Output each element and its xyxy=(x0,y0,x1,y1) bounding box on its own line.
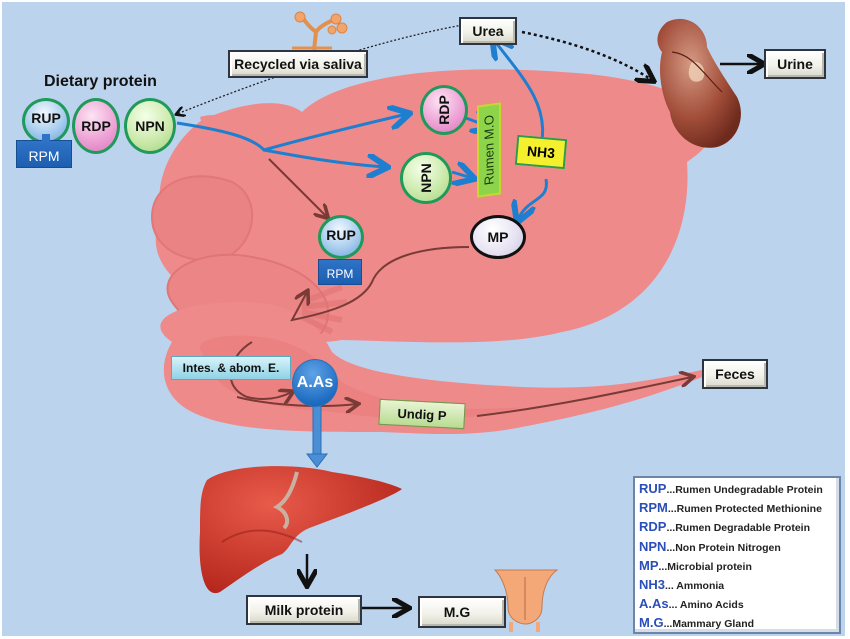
urine-label: Urine xyxy=(764,49,826,79)
npn-text: NPN xyxy=(135,118,165,134)
intes-abom-label: Intes. & abom. E. xyxy=(171,356,291,380)
rumen-mo-bar: Rumen M.O xyxy=(477,102,501,198)
esophagus xyxy=(200,114,272,149)
legend-separator: ... xyxy=(667,503,677,516)
undig-p-label: Undig P xyxy=(378,398,466,430)
rup-text: RUP xyxy=(31,110,61,126)
legend-separator: ... xyxy=(666,522,676,535)
legend-abbr: NPN xyxy=(639,538,667,554)
urea-to-kidney-dotted-arrow xyxy=(521,30,652,80)
aas-circle: A.As xyxy=(292,359,338,407)
rumen-rdp-text: RDP xyxy=(436,95,452,125)
mp-circle: MP xyxy=(470,215,526,259)
rumen-mo-text: Rumen M.O xyxy=(481,113,497,187)
rpm-text: RPM xyxy=(28,148,60,164)
legend-separator: ... xyxy=(663,618,673,631)
legend-row: Undig P...Undigested proteins xyxy=(639,634,839,636)
legend-row: M.G...Mammary Gland xyxy=(639,614,839,633)
legend-definition: Amino Acids xyxy=(679,599,744,612)
urine-text: Urine xyxy=(777,56,813,72)
urea-label: Urea xyxy=(459,17,517,45)
legend-definition: Non Protein Nitrogen xyxy=(675,541,781,554)
reticulum xyxy=(150,175,254,262)
legend-definition: Rumen Degradable Protein xyxy=(675,522,810,535)
rumen-rpm-block: RPM xyxy=(318,259,362,285)
legend-separator: ... xyxy=(666,484,676,496)
legend-row: RDP...Rumen Degradable Protein xyxy=(639,518,839,537)
mg-text: M.G xyxy=(443,604,471,620)
legend-definition: Rumen Undegradable Protein xyxy=(675,484,823,496)
rumen-npn-circle: NPN xyxy=(400,152,452,204)
legend-row: RPM...Rumen Protected Methionine xyxy=(639,499,839,518)
legend-row: MP...Microbial protein xyxy=(639,557,839,576)
rdp-circle: RDP xyxy=(72,98,120,154)
legend-definition: Rumen Protected Methionine xyxy=(676,503,822,516)
legend-separator: ... xyxy=(665,580,677,593)
legend-separator: ... xyxy=(668,599,680,612)
liver xyxy=(199,466,402,594)
kidney xyxy=(657,18,741,148)
recycled-via-saliva-label: Recycled via saliva xyxy=(228,50,368,78)
milk-protein-label: Milk protein xyxy=(246,595,362,625)
feces-text: Feces xyxy=(715,366,755,382)
mp-text: MP xyxy=(487,229,509,245)
salivary-gland xyxy=(292,11,348,51)
legend-abbr: RPM xyxy=(639,500,668,516)
npn-circle: NPN xyxy=(124,98,176,154)
feces-label: Feces xyxy=(702,359,768,389)
legend-row: NH3... Ammonia xyxy=(639,576,839,595)
legend-separator: ... xyxy=(658,560,668,573)
legend-separator: ... xyxy=(666,541,676,554)
rumen-rpm-text: RPM xyxy=(326,267,354,281)
brown-flow-arrows xyxy=(229,158,692,417)
legend-row: RUP...Rumen Undegradable Protein xyxy=(639,480,839,499)
recycled-text: Recycled via saliva xyxy=(234,56,362,72)
rpm-stem xyxy=(42,134,50,142)
undig-text: Undig P xyxy=(397,405,447,423)
udder xyxy=(493,569,559,632)
legend-abbr: M.G xyxy=(639,615,664,631)
dietary-protein-heading: Dietary protein xyxy=(44,73,157,90)
rumen-rup-text: RUP xyxy=(326,227,356,243)
urea-text: Urea xyxy=(472,23,504,39)
legend-abbr: MP xyxy=(639,557,659,573)
nh3-box: NH3 xyxy=(514,134,568,170)
mg-label: M.G xyxy=(418,596,506,628)
legend-definition: Ammonia xyxy=(676,580,725,593)
legend-definition: Microbial protein xyxy=(667,560,752,573)
legend-row: A.As... Amino Acids xyxy=(639,595,839,614)
legend-abbr: Undig P xyxy=(639,635,688,636)
rumen-rup-circle: RUP xyxy=(318,215,364,259)
nh3-text: NH3 xyxy=(526,142,556,162)
aas-text: A.As xyxy=(296,374,334,391)
legend-row: NPN...Non Protein Nitrogen xyxy=(639,538,839,557)
legend-abbr: RUP xyxy=(639,481,667,496)
legend-abbr: A.As xyxy=(639,596,669,612)
rdp-text: RDP xyxy=(81,118,111,134)
blue-flow-arrows xyxy=(176,40,548,220)
milk-protein-text: Milk protein xyxy=(264,602,344,618)
intes-text: Intes. & abom. E. xyxy=(182,361,280,375)
rumen-rdp-circle: RDP xyxy=(420,85,468,135)
rpm-block: RPM xyxy=(16,140,72,168)
legend-abbr: NH3 xyxy=(639,577,666,593)
legend-definition: Mammary Gland xyxy=(672,618,755,631)
legend-abbr: RDP xyxy=(639,519,667,535)
rumen-npn-text: NPN xyxy=(418,163,434,193)
